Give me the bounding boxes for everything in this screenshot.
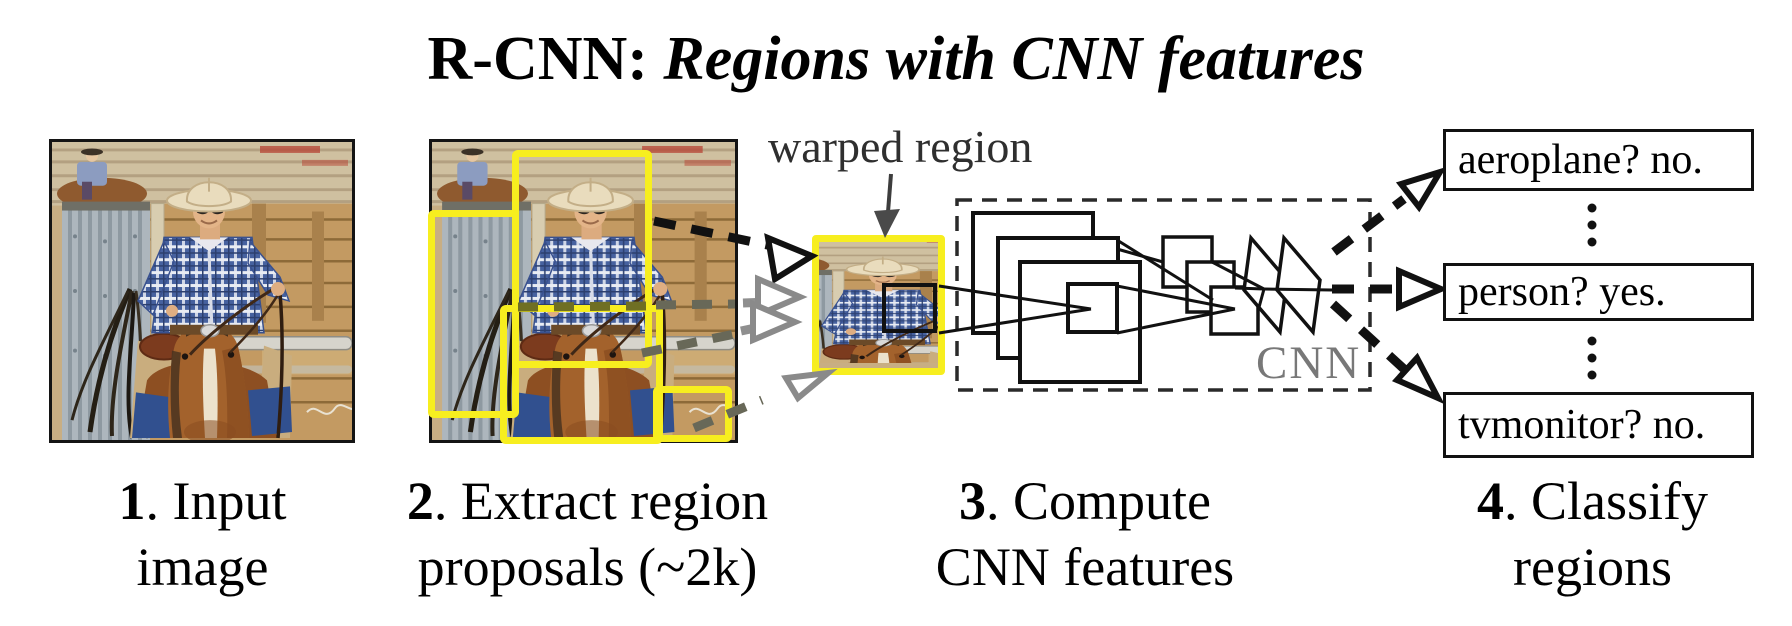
caption-step-4-number: 4 (1476, 471, 1504, 531)
input-image-scene (52, 142, 352, 440)
caption-step-1-text: . Input (145, 471, 287, 531)
class-label-tvmonitor: tvmonitor? no. (1458, 402, 1706, 448)
caption-step-3-line1: 3. Compute (880, 468, 1290, 534)
figure-title-prefix: R-CNN: (427, 25, 648, 93)
caption-step-3-line2: CNN features (935, 537, 1235, 597)
cnn-fc-layers (1242, 233, 1322, 337)
region-proposal-image (428, 139, 738, 444)
cnn-connections (938, 238, 1333, 335)
class-box-tvmonitor: tvmonitor? no. (1443, 392, 1754, 458)
figure-title: R-CNN: Regions with CNN features (0, 24, 1792, 95)
cnn-label: CNN (1256, 337, 1362, 389)
caption-step-3-number: 3 (959, 471, 986, 531)
caption-step-3: 3. Compute CNN features (880, 468, 1290, 600)
caption-step-2-line2: proposals (~2k) (417, 537, 758, 597)
input-image (49, 139, 355, 443)
class-label-person: person? yes. (1458, 269, 1666, 315)
warped-region-pointer-arrow (874, 173, 900, 238)
caption-step-1-line2: image (136, 537, 269, 597)
cnn-mid-maps (1161, 235, 1260, 336)
caption-step-2: 2. Extract region proposals (~2k) (330, 468, 845, 600)
warped-region-label: warped region (768, 121, 1033, 172)
caption-step-1-line1: 1. Input (60, 468, 345, 534)
caption-step-2-text: . Extract region (433, 471, 769, 531)
caption-step-4-text: . Classify (1503, 471, 1708, 531)
region-box-metal-panel (428, 210, 519, 418)
class-box-aeroplane: aeroplane? no. (1443, 129, 1754, 191)
caption-step-3-text: . Compute (986, 471, 1211, 531)
caption-step-4-line1: 4. Classify (1400, 468, 1785, 534)
caption-step-1: 1. Input image (60, 468, 345, 600)
figure-title-emphasis: Regions with CNN features (647, 25, 1365, 93)
caption-step-4: 4. Classify regions (1400, 468, 1785, 600)
region-box-horse-head (500, 305, 663, 444)
caption-step-2-number: 2 (406, 471, 434, 531)
class-label-aeroplane: aeroplane? no. (1458, 137, 1703, 183)
region-box-small (653, 386, 732, 442)
cnn-feature-maps (971, 211, 1142, 384)
caption-step-2-line1: 2. Extract region (330, 468, 845, 534)
caption-step-4-line2: regions (1513, 537, 1672, 597)
class-box-person: person? yes. (1443, 263, 1754, 321)
receptive-field-rect (882, 283, 937, 333)
caption-step-1-number: 1 (118, 471, 146, 531)
